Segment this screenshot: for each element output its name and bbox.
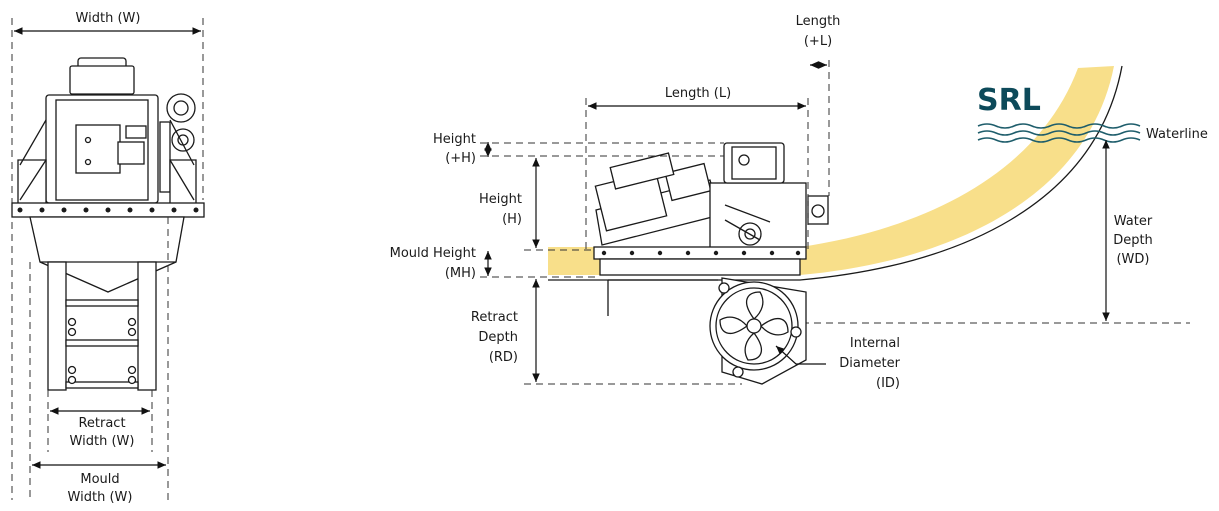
mould-width-label-line1: Mould bbox=[80, 472, 119, 487]
internal-diameter-label-line1: Internal bbox=[850, 336, 900, 351]
length-label: Length (L) bbox=[665, 86, 731, 101]
height-label-line2: (H) bbox=[502, 212, 522, 227]
mould-height-label-line2: (MH) bbox=[445, 266, 476, 281]
retract-depth-label-line2: Depth bbox=[478, 330, 518, 345]
side-view: SRL Waterline Water Depth (WD) bbox=[390, 14, 1208, 391]
internal-diameter-label-line2: Diameter bbox=[839, 356, 900, 371]
water-depth-label-line3: (WD) bbox=[1116, 252, 1149, 267]
retract-width-label-line2: Width (W) bbox=[70, 434, 135, 449]
mould-height-label-line1: Mould Height bbox=[390, 246, 476, 261]
hull-section bbox=[548, 66, 1114, 275]
retract-depth-label-line3: (RD) bbox=[489, 350, 518, 365]
waterline-label: Waterline bbox=[1146, 127, 1208, 142]
internal-diameter-label-line3: (ID) bbox=[876, 376, 900, 391]
length-plus-label-line2: (+L) bbox=[804, 34, 832, 49]
side-thruster-drawing bbox=[593, 142, 829, 385]
water-depth-label-line2: Depth bbox=[1113, 233, 1153, 248]
mould-width-label-line2: Width (W) bbox=[68, 490, 133, 505]
front-thruster-drawing bbox=[11, 57, 205, 391]
internal-diameter-leader bbox=[775, 345, 826, 365]
water-depth-label-line1: Water bbox=[1114, 214, 1153, 229]
waterline-waves bbox=[977, 123, 1141, 143]
srl-logo: SRL bbox=[977, 83, 1041, 118]
height-label-line1: Height bbox=[479, 192, 522, 207]
hull-outer-line bbox=[548, 65, 1123, 281]
retract-width-label-line1: Retract bbox=[78, 416, 125, 431]
retract-depth-label-line1: Retract bbox=[471, 310, 518, 325]
length-plus-label-line1: Length bbox=[796, 14, 841, 29]
height-plus-label-line1: Height bbox=[433, 132, 476, 147]
height-plus-label-line2: (+H) bbox=[445, 151, 476, 166]
front-view: Width (W) bbox=[11, 11, 205, 505]
width-label: Width (W) bbox=[76, 11, 141, 26]
